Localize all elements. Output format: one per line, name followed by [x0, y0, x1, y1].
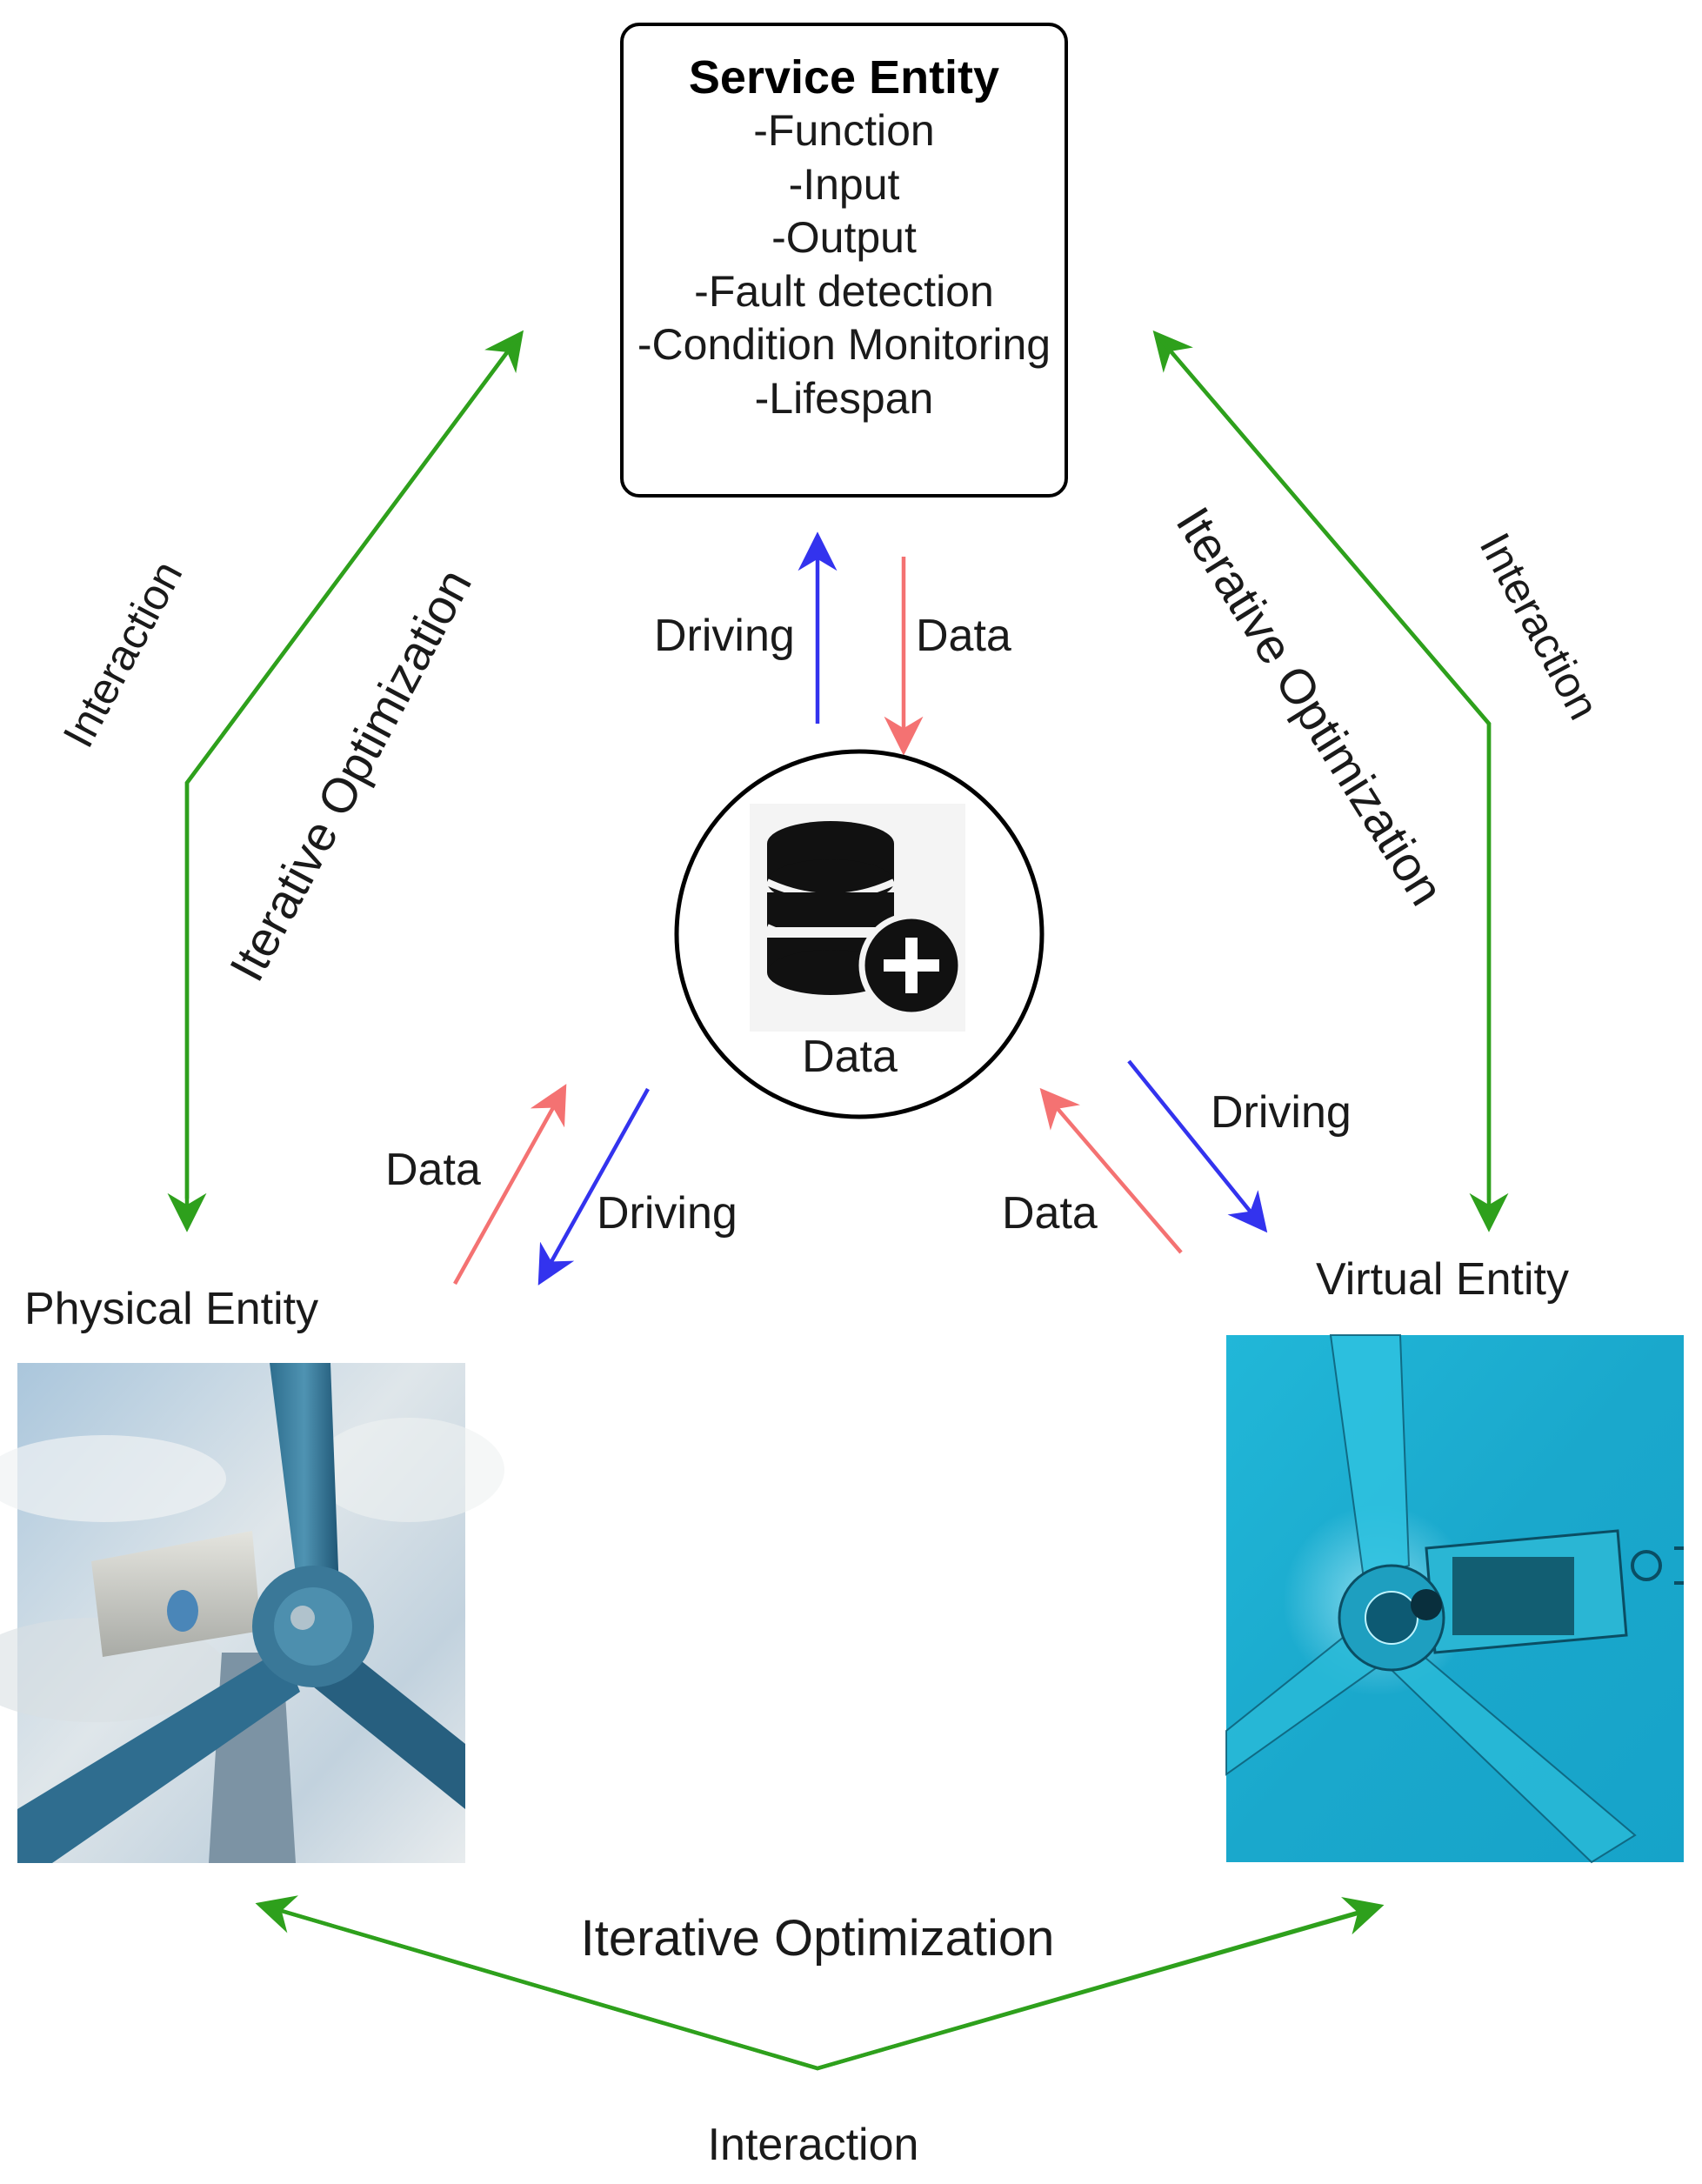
right-iterative-label: Iterative Optimization: [1165, 498, 1454, 914]
physical-entity-label: Physical Entity: [24, 1284, 318, 1334]
left-iterative-label: Iterative Optimization: [219, 560, 483, 990]
service-item-output: -Output: [771, 213, 917, 262]
hub-label: Data: [802, 1032, 898, 1082]
bottom-iterative-label: Iterative Optimization: [581, 1910, 1055, 1967]
data-hub: [674, 749, 1045, 1119]
virtual-data-label: Data: [1002, 1188, 1098, 1239]
service-driving-label: Driving: [654, 611, 795, 661]
right-interaction-label: Interaction: [1470, 525, 1608, 727]
physical-entity-image: [0, 1363, 504, 1863]
left-interaction-arrow-down: [167, 333, 522, 1232]
service-item-lifespan: -Lifespan: [754, 373, 934, 423]
service-item-input: -Input: [788, 159, 900, 209]
bottom-interaction-arrow-right: [260, 1896, 1385, 2071]
right-interaction-arrow-down: [1155, 333, 1509, 1232]
bottom-interaction-label: Interaction: [708, 2120, 919, 2170]
left-interaction-label: Interaction: [53, 553, 191, 755]
service-entity-title: Service Entity: [688, 51, 1000, 104]
service-item-fault-detection: -Fault detection: [694, 266, 994, 316]
physical-driving-label: Driving: [597, 1188, 738, 1239]
database-plus-icon: [765, 821, 964, 1019]
service-item-condition-monitoring: -Condition Monitoring: [637, 320, 1051, 369]
service-item-function: -Function: [753, 106, 935, 155]
virtual-driving-arrow: [1127, 1059, 1268, 1233]
physical-data-label: Data: [385, 1145, 481, 1195]
service-data-label: Data: [916, 611, 1011, 661]
virtual-data-arrow: [1039, 1087, 1183, 1254]
virtual-driving-label: Driving: [1211, 1087, 1352, 1138]
virtual-entity-image: [1225, 1334, 1684, 1864]
physical-driving-arrow: [537, 1087, 650, 1286]
service-entity-box: Service Entity -Function -Input -Output …: [620, 23, 1068, 498]
virtual-entity-label: Virtual Entity: [1316, 1254, 1569, 1305]
physical-data-arrow: [453, 1084, 567, 1286]
